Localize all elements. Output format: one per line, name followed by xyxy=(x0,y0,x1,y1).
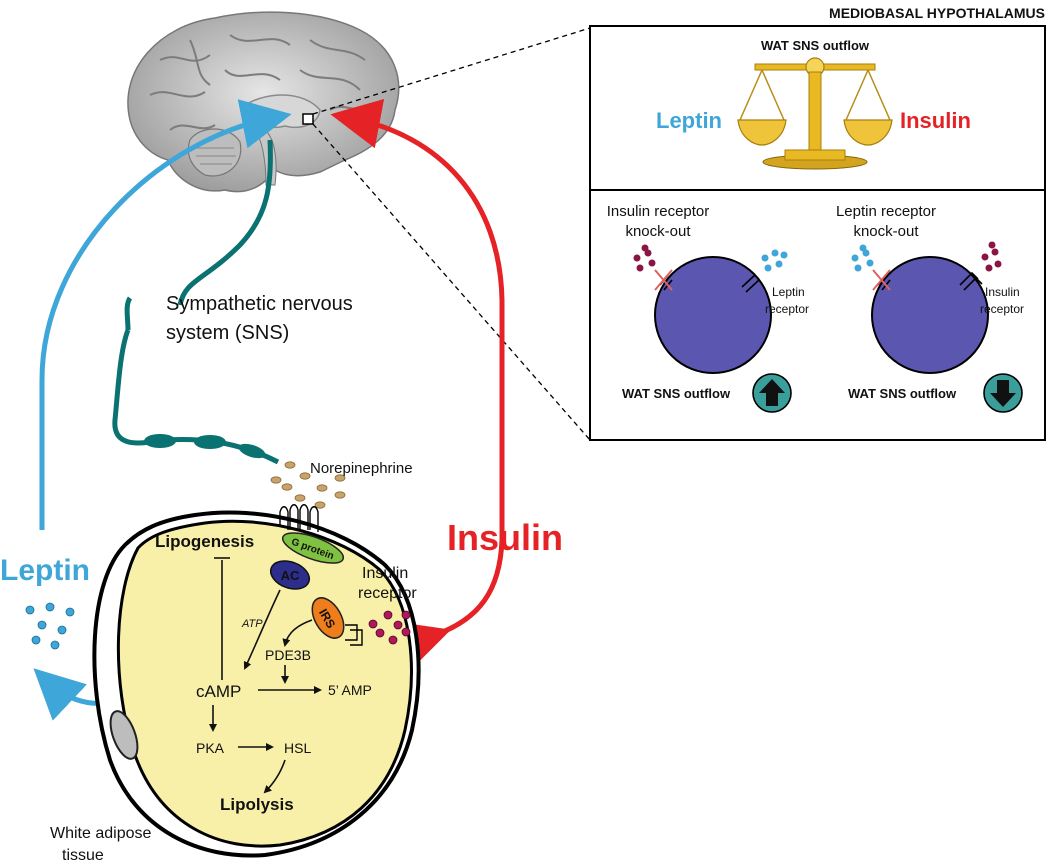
insulin-pathway-arrow xyxy=(330,99,505,670)
hypothalamus-marker xyxy=(302,113,314,125)
leptin-particles xyxy=(25,602,75,650)
five-amp-label: 5’ AMP xyxy=(328,682,372,698)
pka-label: PKA xyxy=(196,740,225,756)
camp-label: cAMP xyxy=(196,682,241,701)
gpcr-receptor xyxy=(279,504,319,532)
pde3b-label: PDE3B xyxy=(265,647,311,663)
insulin-scale-label: Insulin xyxy=(900,108,971,133)
insulin-receptor-ko-line1: Insulin receptor xyxy=(607,203,710,220)
insulin-receptor-small-line1: Insulin xyxy=(985,285,1020,299)
wat-sns-outflow-right: WAT SNS outflow xyxy=(848,386,957,401)
insulin-big-label: Insulin xyxy=(447,517,563,558)
mediobasal-hypothalamus-panel: MEDIOBASAL HYPOTHALAMUS WAT SNS outflow … xyxy=(589,5,1046,441)
neuron-right xyxy=(871,256,989,374)
nucleus xyxy=(109,710,139,760)
leptin-big-label: Leptin xyxy=(0,554,90,587)
signaling-arrows xyxy=(209,557,322,794)
ko-cross-right xyxy=(872,269,891,291)
lipogenesis-label: Lipogenesis xyxy=(155,532,254,551)
norepinephrine-particles xyxy=(270,461,346,509)
hsl-label: HSL xyxy=(284,740,311,756)
leptin-receptor-ko-line1: Leptin receptor xyxy=(836,203,936,220)
leptin-receptor-label-line1: Leptin xyxy=(772,285,805,299)
lipolysis-label: Lipolysis xyxy=(220,795,294,814)
zoom-line-bottom xyxy=(312,123,591,441)
insulin-receptor-small-icon xyxy=(959,271,983,291)
insulin-receptor-label-line2: receptor xyxy=(358,585,417,602)
insulin-particles xyxy=(368,610,411,645)
sns-label-line1: Sympathetic nervous xyxy=(166,293,353,315)
sns-label-line2: system (SNS) xyxy=(166,322,289,344)
leptin-receptor-icon xyxy=(741,274,760,293)
insulin-receptor-membrane xyxy=(345,624,363,646)
arrow-up-icon xyxy=(752,373,792,413)
insulin-receptor-label-line1: Insulin xyxy=(362,565,408,582)
ko-cross-left xyxy=(654,269,673,291)
atp-label: ATP xyxy=(241,618,263,630)
irs: IRS xyxy=(311,597,345,639)
neuron-left xyxy=(654,256,772,374)
ac-label: AC xyxy=(281,568,300,583)
adipocyte xyxy=(92,510,421,858)
insulin-receptor-small-line2: receptor xyxy=(980,302,1024,316)
wat-label-line1: White adipose xyxy=(50,825,151,842)
wat-label-line2: tissue xyxy=(62,847,104,864)
wat-sns-outflow-top: WAT SNS outflow xyxy=(761,38,870,53)
wat-sns-outflow-left: WAT SNS outflow xyxy=(622,386,731,401)
arrow-down-icon xyxy=(983,373,1023,413)
insulin-receptor-ko-line2: knock-out xyxy=(625,223,691,240)
leptin-scale-label: Leptin xyxy=(656,108,722,133)
leptin-receptor-ko-line2: knock-out xyxy=(853,223,919,240)
sns-nerve xyxy=(112,139,280,465)
leptin-receptor-label-line2: receptor xyxy=(765,302,809,316)
adenylate-cyclase: AC xyxy=(269,560,311,590)
balance-scale-icon xyxy=(737,57,893,170)
norepinephrine-label: Norepinephrine xyxy=(310,460,413,477)
panel-title: MEDIOBASAL HYPOTHALAMUS xyxy=(829,5,1045,21)
